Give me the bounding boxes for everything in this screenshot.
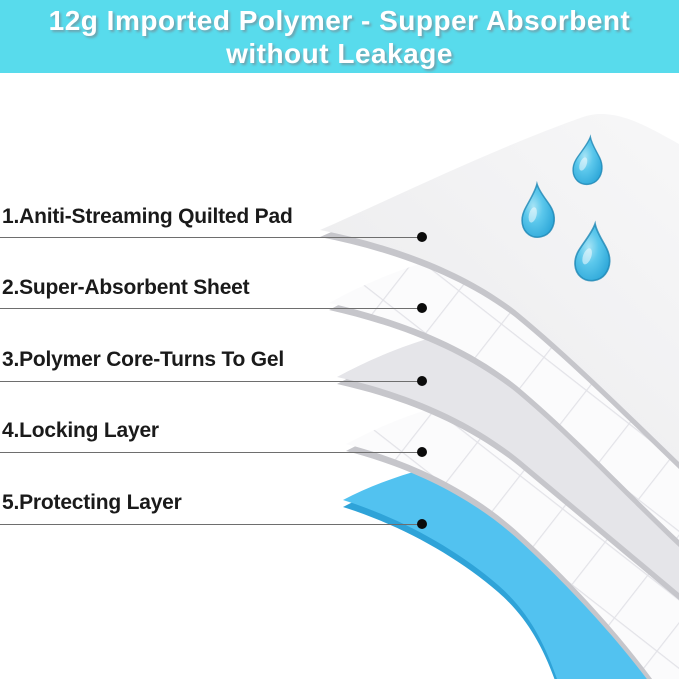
label-quilted-pad: 1.Aniti-Streaming Quilted Pad	[2, 205, 293, 228]
leader-dot-2	[417, 303, 427, 313]
leader-dot-4	[417, 447, 427, 457]
leader-line-1	[0, 237, 422, 238]
water-droplets	[518, 135, 612, 283]
leader-dot-5	[417, 519, 427, 529]
label-protecting-layer: 5.Protecting Layer	[2, 491, 182, 514]
leader-line-4	[0, 452, 422, 453]
leader-dot-3	[417, 376, 427, 386]
leader-line-5	[0, 524, 422, 525]
header-banner: 12g Imported Polymer - Supper Absorbent …	[0, 0, 679, 73]
label-locking-layer: 4.Locking Layer	[2, 419, 159, 442]
label-absorbent-sheet: 2.Super-Absorbent Sheet	[2, 276, 250, 299]
leader-line-3	[0, 381, 422, 382]
water-drop-icon	[518, 182, 557, 239]
leader-line-2	[0, 308, 422, 309]
banner-title-line1: 12g Imported Polymer - Supper Absorbent	[48, 4, 631, 36]
leader-dot-1	[417, 232, 427, 242]
water-drop-icon	[571, 135, 605, 186]
water-drop-icon	[573, 222, 612, 283]
label-polymer-core: 3.Polymer Core-Turns To Gel	[2, 348, 285, 371]
banner-title-line2: without Leakage	[226, 37, 453, 69]
